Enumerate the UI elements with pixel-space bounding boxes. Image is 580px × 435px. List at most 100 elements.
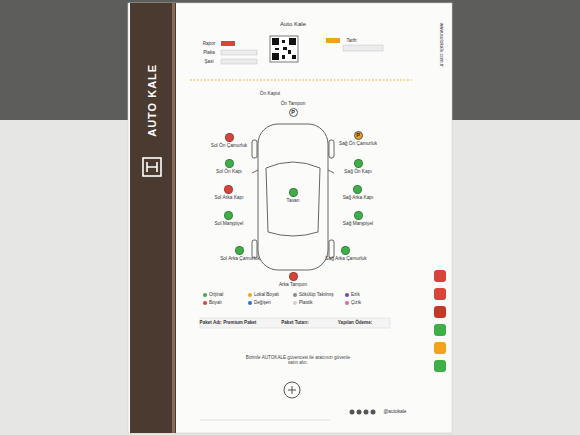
part-label: Ön Tampon: [281, 101, 306, 106]
damage-marker: Sol Marşpiyel: [215, 211, 244, 226]
damage-marker: P Sağ Ön Çamurluk: [339, 131, 377, 146]
legend-text: Orijinal: [209, 292, 223, 297]
logo-mark: [143, 158, 161, 176]
document-text: Ön Kaput: [260, 91, 280, 97]
damage-marker: Sağ Arka Çamurluk: [325, 246, 366, 261]
divider-line: [190, 80, 412, 81]
status-circle: [225, 159, 234, 168]
document-text: @autokale: [383, 409, 406, 415]
document-text: Bizimle AUTOKALE güvencesi ile aracınızı…: [243, 355, 353, 366]
part-label: Arka Tampon: [279, 282, 307, 287]
legend-swatch: [293, 293, 297, 297]
page-title: Auto Kale: [280, 21, 306, 28]
status-letter: P: [291, 109, 295, 115]
legend-text: Plastik: [299, 300, 313, 305]
damage-marker: Sağ Arka Kapı: [343, 185, 374, 200]
legend-item: Değişen: [248, 300, 271, 305]
legend-item: Plastik: [293, 300, 313, 305]
legend-swatch: [248, 301, 252, 305]
legend-text: Değişen: [254, 300, 271, 305]
status-letter: P: [356, 132, 360, 138]
legend-text: Sökülüp Takılmış: [299, 292, 334, 297]
status-circle: [353, 185, 362, 194]
legend-swatch: [203, 293, 207, 297]
damage-marker: Ön TamponP: [281, 101, 306, 116]
damage-marker: Arka Tampon: [279, 272, 307, 287]
document-text: Plaka: [203, 50, 215, 55]
part-label: Sağ Ön Çamurluk: [339, 141, 377, 146]
status-tag: [326, 38, 340, 43]
value-box: [221, 50, 257, 55]
report-number-box: [221, 41, 235, 46]
package-row: [200, 318, 390, 328]
legend-text: Çizik: [351, 300, 361, 305]
part-label: Sol Marşpiyel: [215, 221, 244, 226]
part-label: Sağ Marşpiyel: [343, 221, 373, 226]
logo-mark: [147, 162, 157, 172]
part-label: Sol Ön Çamurluk: [211, 143, 248, 148]
part-label: Sol Arka Kapı: [214, 195, 243, 200]
paper-sheet: [128, 3, 452, 433]
status-circle: [354, 159, 363, 168]
legend-item: Çizik: [345, 300, 361, 305]
status-circle: [225, 133, 234, 142]
status-circle: [354, 211, 363, 220]
part-label: Sol Arka Çamurluk: [220, 256, 260, 261]
damage-marker: Sol Ön Çamurluk: [211, 133, 248, 148]
damage-marker: Sağ Marşpiyel: [343, 211, 373, 226]
document-text: Yapılan Ödeme:: [338, 320, 372, 325]
stamp-icon: [288, 386, 296, 394]
qr-code: [270, 36, 298, 62]
status-circle: [289, 272, 298, 281]
stamp-icon: [284, 382, 300, 398]
legend-swatch: [293, 301, 297, 305]
part-label: Sol Ön Kapı: [216, 169, 242, 174]
part-label: Tavan: [287, 198, 300, 203]
document-text: www.autokale.com.tr: [438, 23, 444, 67]
status-circle: [341, 246, 350, 255]
damage-marker: Tavan: [287, 188, 300, 203]
document-text: Şasi: [205, 59, 214, 64]
part-label: Sağ Arka Kapı: [343, 195, 374, 200]
status-circle: [289, 188, 298, 197]
document-text: Rapor: [203, 41, 216, 46]
legend-item: Orijinal: [203, 292, 223, 297]
document-text: Paket Tutarı:: [281, 320, 308, 325]
status-circle: [235, 246, 244, 255]
footer-rule: [200, 420, 330, 421]
damage-marker: Sol Arka Kapı: [214, 185, 243, 200]
legend-swatch: [203, 301, 207, 305]
document-text: Tarih:: [346, 38, 357, 43]
band-stripe: [172, 3, 175, 433]
social-icons: [350, 410, 376, 415]
status-circle: [224, 211, 233, 220]
legend-item: Lokal Boyalı: [248, 292, 279, 297]
legend-swatch: [345, 301, 349, 305]
legend-swatch: [345, 293, 349, 297]
damage-marker: Sol Arka Çamurluk: [220, 246, 260, 261]
legend-text: Lokal Boyalı: [254, 292, 279, 297]
damage-marker: Sağ Ön Kapı: [344, 159, 371, 174]
brand-band: [130, 3, 176, 433]
status-circle: P: [354, 131, 363, 140]
status-circle: [224, 185, 233, 194]
legend-text: Ezik: [351, 292, 360, 297]
legend-swatch: [248, 293, 252, 297]
damage-marker: Sol Ön Kapı: [216, 159, 242, 174]
brand-wordmark: AUTO KALE: [146, 64, 159, 137]
status-circle: P: [289, 108, 298, 117]
value-box: [221, 59, 257, 64]
qr-code: [272, 38, 296, 60]
value-box: [343, 45, 383, 51]
legend-text: Boyalı: [209, 300, 222, 305]
part-label: Sağ Arka Çamurluk: [325, 256, 366, 261]
document-text: Paket Adı: Premium Paket: [200, 320, 257, 325]
legend-item: Sökülüp Takılmış: [293, 292, 334, 297]
car-outline: [252, 124, 334, 270]
badge-column: [434, 270, 446, 372]
legend-item: Boyalı: [203, 300, 222, 305]
part-label: Sağ Ön Kapı: [344, 169, 371, 174]
legend-item: Ezik: [345, 292, 360, 297]
